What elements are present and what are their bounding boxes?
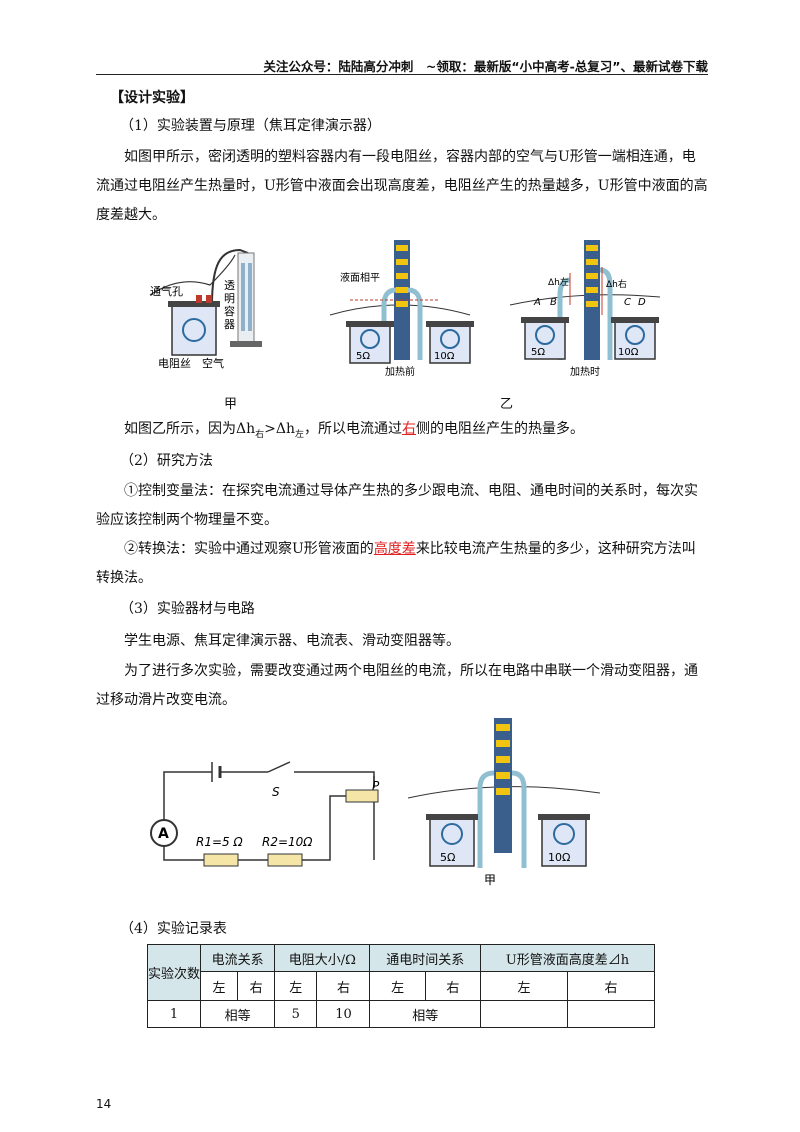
apparatus-after xyxy=(509,240,661,360)
apparatus-circuit xyxy=(407,718,601,868)
label-wire: 电阻丝 xyxy=(158,357,191,370)
cell-time: 相等 xyxy=(369,1000,481,1028)
sub-left: 左 xyxy=(199,971,239,1001)
figure-circuit: A S P R1=5 Ω R2=10Ω 5Ω 10Ω 甲 xyxy=(150,718,601,887)
dh-right: Δh右 xyxy=(606,278,627,290)
dh-left: Δh左 xyxy=(548,276,569,288)
sub-left: 左 xyxy=(480,971,568,1001)
sub-left: 左 xyxy=(274,971,318,1001)
s1-title: （1）实验装置与原理（焦耳定律演示器） xyxy=(120,118,381,134)
th-current: 电流关系 xyxy=(199,944,276,972)
after-r-left: 5Ω xyxy=(531,347,545,358)
s2-paragraph-1: ①控制变量法：在探究电流通过导体产生热的多少跟电流、电阻、通电时间的关系时，每次… xyxy=(96,483,698,528)
page-header: 关注公众号：陆陆高分冲刺 ~领取：最新版“小中高考-总复习”、最新试卷下载 xyxy=(96,56,708,75)
label-container-1: 透 xyxy=(224,279,235,292)
before-r-right: 10Ω xyxy=(434,351,455,362)
sub-left: 左 xyxy=(369,971,426,1001)
r2-label: R2=10Ω xyxy=(262,835,313,849)
slider-label: P xyxy=(372,779,380,793)
cell-r-right: 10 xyxy=(316,1000,371,1028)
th-height: U形管液面高度差⊿h xyxy=(480,944,655,972)
sub-right: 右 xyxy=(237,971,276,1001)
before-caption: 加热前 xyxy=(385,365,415,378)
label-container-2: 明 xyxy=(224,292,235,305)
s3-title: （3）实验器材与电路 xyxy=(120,601,255,617)
cell-current: 相等 xyxy=(199,1000,276,1028)
switch-label: S xyxy=(272,785,280,799)
apparatus-before xyxy=(329,240,474,364)
s3-paragraph-1: 学生电源、焦耳定律演示器、电流表、滑动变阻器等。 xyxy=(124,633,460,649)
circuit-r-left: 5Ω xyxy=(440,851,455,864)
s1-paragraph-1: 如图甲所示，密闭透明的塑料容器内有一段电阻丝，容器内部的空气与U形管一端相连通，… xyxy=(96,149,708,223)
cell-r-left: 5 xyxy=(274,1000,318,1028)
page-number: 14 xyxy=(96,1097,112,1111)
label-level: 液面相平 xyxy=(340,271,380,284)
before-r-left: 5Ω xyxy=(356,351,370,362)
s2-title: （2）研究方法 xyxy=(120,453,213,469)
th-trial: 实验次数 xyxy=(147,944,201,1001)
circuit-caption: 甲 xyxy=(484,873,496,887)
label-c: C xyxy=(624,297,631,308)
figure-jia-yi: 通气孔 透 明 容 器 电阻丝 空气 液面相平 5Ω 10Ω 加热前 xyxy=(149,240,661,378)
s2-paragraph-2: ②转换法：实验中通过观察U形管液面的高度差来比较电流产生热量的多少，这种研究方法… xyxy=(96,541,696,586)
s4-title: （4）实验记录表 xyxy=(120,921,227,937)
label-b: B xyxy=(550,297,557,308)
label-container-3: 容 xyxy=(224,304,235,318)
r1-label: R1=5 Ω xyxy=(196,835,243,849)
sub-right: 右 xyxy=(316,971,371,1001)
record-table: 实验次数 电流关系 电阻大小/Ω 通电时间关系 U形管液面高度差⊿h 左 右 左… xyxy=(147,944,656,1028)
cell-trial: 1 xyxy=(147,1000,201,1028)
circuit-wires xyxy=(163,761,375,861)
circuit-r-right: 10Ω xyxy=(548,851,570,864)
ammeter-icon: A xyxy=(158,826,169,842)
answer-height-diff: 高度差 xyxy=(373,541,416,557)
label-air: 空气 xyxy=(202,356,224,370)
label-vent: 通气孔 xyxy=(150,284,183,298)
after-r-right: 10Ω xyxy=(618,347,639,358)
label-a: A xyxy=(533,297,541,308)
apparatus-jia xyxy=(149,248,262,356)
th-resistance: 电阻大小/Ω xyxy=(274,944,371,972)
caption-jia: 甲 xyxy=(224,397,238,412)
caption-yi: 乙 xyxy=(500,397,514,412)
section-title: 【设计实验】 xyxy=(110,90,194,106)
sub-right: 右 xyxy=(566,971,656,1001)
label-container-4: 器 xyxy=(224,318,235,331)
cell-h-left xyxy=(480,1000,568,1028)
sub-right: 右 xyxy=(424,971,482,1001)
s1-paragraph-2: 如图乙所示，因为Δh右>Δh左，所以电流通过右侧的电阻丝产生的热量多。 xyxy=(124,421,585,440)
cell-h-right xyxy=(566,1000,656,1028)
label-d: D xyxy=(638,297,646,308)
after-caption: 加热时 xyxy=(570,365,600,378)
answer-right: 右 xyxy=(402,421,417,437)
th-time: 通电时间关系 xyxy=(369,944,481,972)
s3-paragraph-2: 为了进行多次实验，需要改变通过两个电阻丝的电流，所以在电路中串联一个滑动变阻器，… xyxy=(96,663,698,708)
